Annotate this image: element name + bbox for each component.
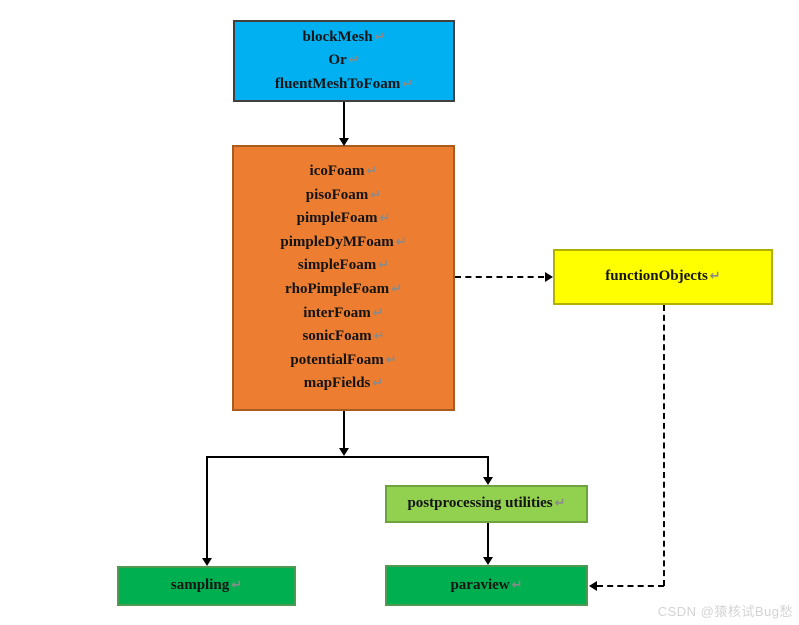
node-line: rhoPimpleFoam↵	[285, 278, 402, 302]
node-line: mapFields↵	[304, 372, 384, 396]
node-label: simpleFoam	[297, 257, 377, 274]
node-label: mapFields	[303, 375, 371, 392]
node-line: pimpleFoam↵	[297, 207, 391, 231]
node-label: rhoPimpleFoam	[284, 281, 390, 297]
line-break-mark-icon: ↵	[374, 29, 386, 45]
arrowhead-left-icon	[589, 581, 597, 591]
node-line: blockMesh↵	[303, 26, 386, 50]
node-label: paraview	[450, 576, 510, 593]
node-postprocessing-utilities: postprocessing utilities↵	[385, 485, 588, 523]
node-label: pisoFoam	[305, 186, 369, 203]
node-line: fluentMeshToFoam↵	[275, 73, 413, 97]
connector-functionobjects-down	[663, 305, 665, 586]
node-line: pimpleDyMFoam↵	[280, 231, 406, 255]
connector-split-to-postprocessing	[487, 456, 489, 477]
node-label: pimpleFoam	[296, 210, 378, 227]
line-break-mark-icon: ↵	[395, 234, 407, 250]
node-line: sampling↵	[171, 574, 242, 598]
line-break-mark-icon: ↵	[379, 211, 391, 227]
line-break-mark-icon: ↵	[709, 269, 721, 285]
arrowhead-down-icon	[483, 557, 493, 565]
line-break-mark-icon: ↵	[348, 53, 360, 69]
line-break-mark-icon: ↵	[372, 376, 384, 392]
node-label: pimpleDyMFoam	[280, 233, 394, 250]
line-break-mark-icon: ↵	[366, 164, 378, 180]
node-line: Or↵	[328, 49, 359, 73]
node-line: interFoam↵	[303, 302, 383, 326]
arrowhead-down-icon	[483, 477, 493, 485]
node-sampling: sampling↵	[117, 566, 296, 606]
node-line: potentialFoam↵	[290, 349, 396, 373]
node-line: postprocessing utilities↵	[407, 492, 565, 516]
arrowhead-down-icon	[202, 558, 212, 566]
line-break-mark-icon: ↵	[511, 577, 523, 593]
connector-solvers-to-functionobjects	[455, 276, 544, 278]
node-label: icoFoam	[309, 163, 365, 180]
connector-functionobjects-to-paraview	[597, 585, 664, 587]
watermark: CSDN @猿核试Bug愁	[657, 604, 793, 619]
connector-split-bar	[206, 456, 489, 458]
line-break-mark-icon: ↵	[231, 578, 243, 594]
line-break-mark-icon: ↵	[402, 76, 414, 92]
node-label: interFoam	[303, 304, 371, 321]
connector-mesh-to-solvers	[343, 102, 345, 138]
connector-postprocessing-to-paraview	[487, 523, 489, 557]
node-label: fluentMeshToFoam	[274, 75, 401, 92]
node-label: blockMesh	[302, 28, 373, 45]
line-break-mark-icon: ↵	[373, 329, 385, 345]
arrowhead-down-icon	[339, 138, 349, 146]
node-mesh-tools: blockMesh↵ Or↵ fluentMeshToFoam↵	[233, 20, 455, 102]
node-label: postprocessing utilities	[407, 495, 553, 512]
node-line: icoFoam↵	[310, 160, 378, 184]
node-label: sampling	[170, 577, 230, 594]
line-break-mark-icon: ↵	[378, 258, 390, 274]
node-label: functionObjects	[605, 268, 708, 285]
node-label: potentialFoam	[290, 351, 384, 368]
connector-solvers-to-split	[343, 411, 345, 448]
line-break-mark-icon: ↵	[554, 496, 566, 512]
node-solvers: icoFoam↵ pisoFoam↵ pimpleFoam↵ pimpleDyM…	[232, 145, 455, 411]
line-break-mark-icon: ↵	[370, 187, 382, 203]
node-line: sonicFoam↵	[302, 325, 384, 349]
node-label: Or	[328, 52, 347, 69]
line-break-mark-icon: ↵	[372, 305, 384, 321]
line-break-mark-icon: ↵	[391, 282, 403, 297]
node-paraview: paraview↵	[385, 565, 588, 606]
line-break-mark-icon: ↵	[385, 352, 397, 368]
node-function-objects: functionObjects↵	[553, 249, 773, 305]
node-line: simpleFoam↵	[298, 254, 389, 278]
arrowhead-right-icon	[545, 272, 553, 282]
connector-split-to-sampling	[206, 456, 208, 558]
arrowhead-down-icon	[339, 448, 349, 456]
node-line: functionObjects↵	[605, 265, 720, 289]
node-line: paraview↵	[450, 574, 522, 598]
node-label: sonicFoam	[302, 328, 372, 345]
node-line: pisoFoam↵	[306, 184, 381, 208]
